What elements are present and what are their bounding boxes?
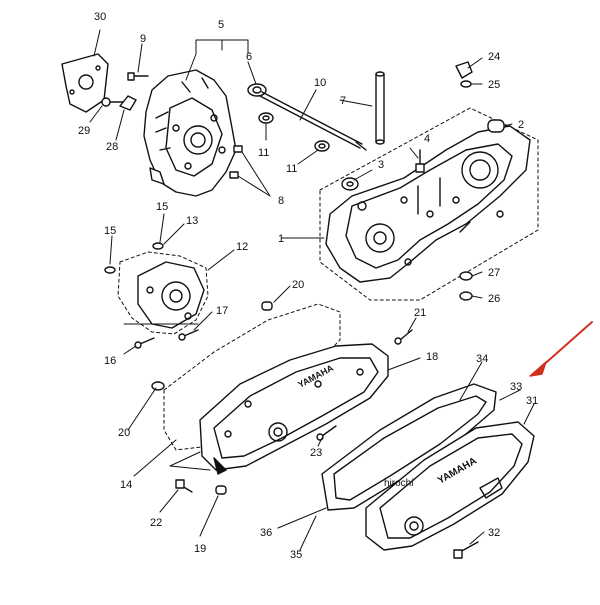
callout-22: 22 [150, 517, 162, 529]
bolt-17 [178, 329, 199, 341]
oil-seal-3 [341, 177, 359, 191]
bolt-4 [415, 149, 425, 173]
bushing-2 [487, 119, 505, 133]
dowel-19 [215, 485, 227, 495]
callout-11a: 11 [258, 147, 269, 159]
callout-4: 4 [424, 133, 430, 145]
callout-9: 9 [140, 33, 146, 45]
gear-cover-12 [117, 251, 209, 335]
callout-8: 8 [278, 195, 284, 207]
callout-35: 35 [290, 549, 302, 561]
dowel-15a [104, 266, 116, 274]
callout-31: 31 [526, 395, 538, 407]
crankcase-left-5 [143, 69, 237, 197]
callout-28: 28 [106, 141, 118, 153]
callout-20a: 20 [292, 279, 304, 291]
callout-19: 19 [194, 543, 206, 555]
callout-36: 36 [260, 527, 272, 539]
clip-28 [119, 95, 137, 111]
callout-18: 18 [426, 351, 438, 363]
crankcase-right-1 [319, 107, 539, 301]
oil-seal-11b [314, 140, 330, 152]
bolt-23 [316, 425, 337, 441]
bolt-29 [101, 97, 125, 107]
dowel-pins-8 [229, 145, 243, 179]
callout-labels: 30 9 5 6 10 7 29 28 11 11 8 4 3 1 24 25 … [78, 11, 538, 561]
callout-33: 33 [510, 381, 522, 393]
watermark-text: hirochi [384, 478, 413, 489]
oil-seal-6 [247, 83, 267, 97]
red-pointer-arrow [529, 321, 593, 377]
callout-32: 32 [488, 527, 500, 539]
callout-7: 7 [340, 95, 346, 107]
callout-23: 23 [310, 447, 322, 459]
callout-16: 16 [104, 355, 116, 367]
callout-25: 25 [488, 79, 500, 91]
drain-plug-24 [455, 61, 473, 79]
callout-2: 2 [518, 119, 524, 131]
dowel-15b [152, 242, 164, 250]
bolt-32 [453, 541, 479, 559]
bolt-26 [459, 291, 473, 301]
callout-26: 26 [488, 293, 500, 305]
callout-10: 10 [314, 77, 326, 89]
pin-7 [375, 71, 385, 145]
gasket-30 [61, 53, 109, 113]
dowel-20b [151, 381, 165, 391]
callout-21: 21 [414, 307, 426, 319]
callout-1: 1 [278, 233, 284, 245]
callout-20b: 20 [118, 427, 130, 439]
bolt-9 [127, 72, 149, 81]
callout-24: 24 [488, 51, 500, 63]
callout-11b: 11 [286, 163, 297, 175]
gasket-34 [321, 383, 497, 511]
o-ring-25 [460, 80, 472, 88]
callout-15a: 15 [104, 225, 116, 237]
outer-cover-31: YAMAHA [365, 421, 535, 551]
bolt-16 [134, 337, 155, 349]
callout-13: 13 [186, 215, 198, 227]
callout-12: 12 [236, 241, 248, 253]
shaft-10 [259, 91, 367, 151]
crankcase-cover-18: YAMAHA [199, 343, 389, 475]
callout-34: 34 [476, 353, 488, 365]
leader-lines [89, 29, 535, 551]
callout-17: 17 [216, 305, 228, 317]
callout-14: 14 [120, 479, 132, 491]
bolt-22 [175, 479, 193, 493]
plug-27 [459, 271, 473, 281]
bolt-21 [394, 329, 413, 345]
callout-6: 6 [246, 51, 252, 63]
callout-15b: 15 [156, 201, 168, 213]
dowel-20a [261, 301, 273, 311]
oil-seal-11a [258, 112, 274, 124]
callout-27: 27 [488, 267, 500, 279]
callout-29: 29 [78, 125, 90, 137]
callout-5: 5 [218, 19, 224, 31]
callout-30: 30 [94, 11, 106, 23]
callout-3: 3 [378, 159, 384, 171]
